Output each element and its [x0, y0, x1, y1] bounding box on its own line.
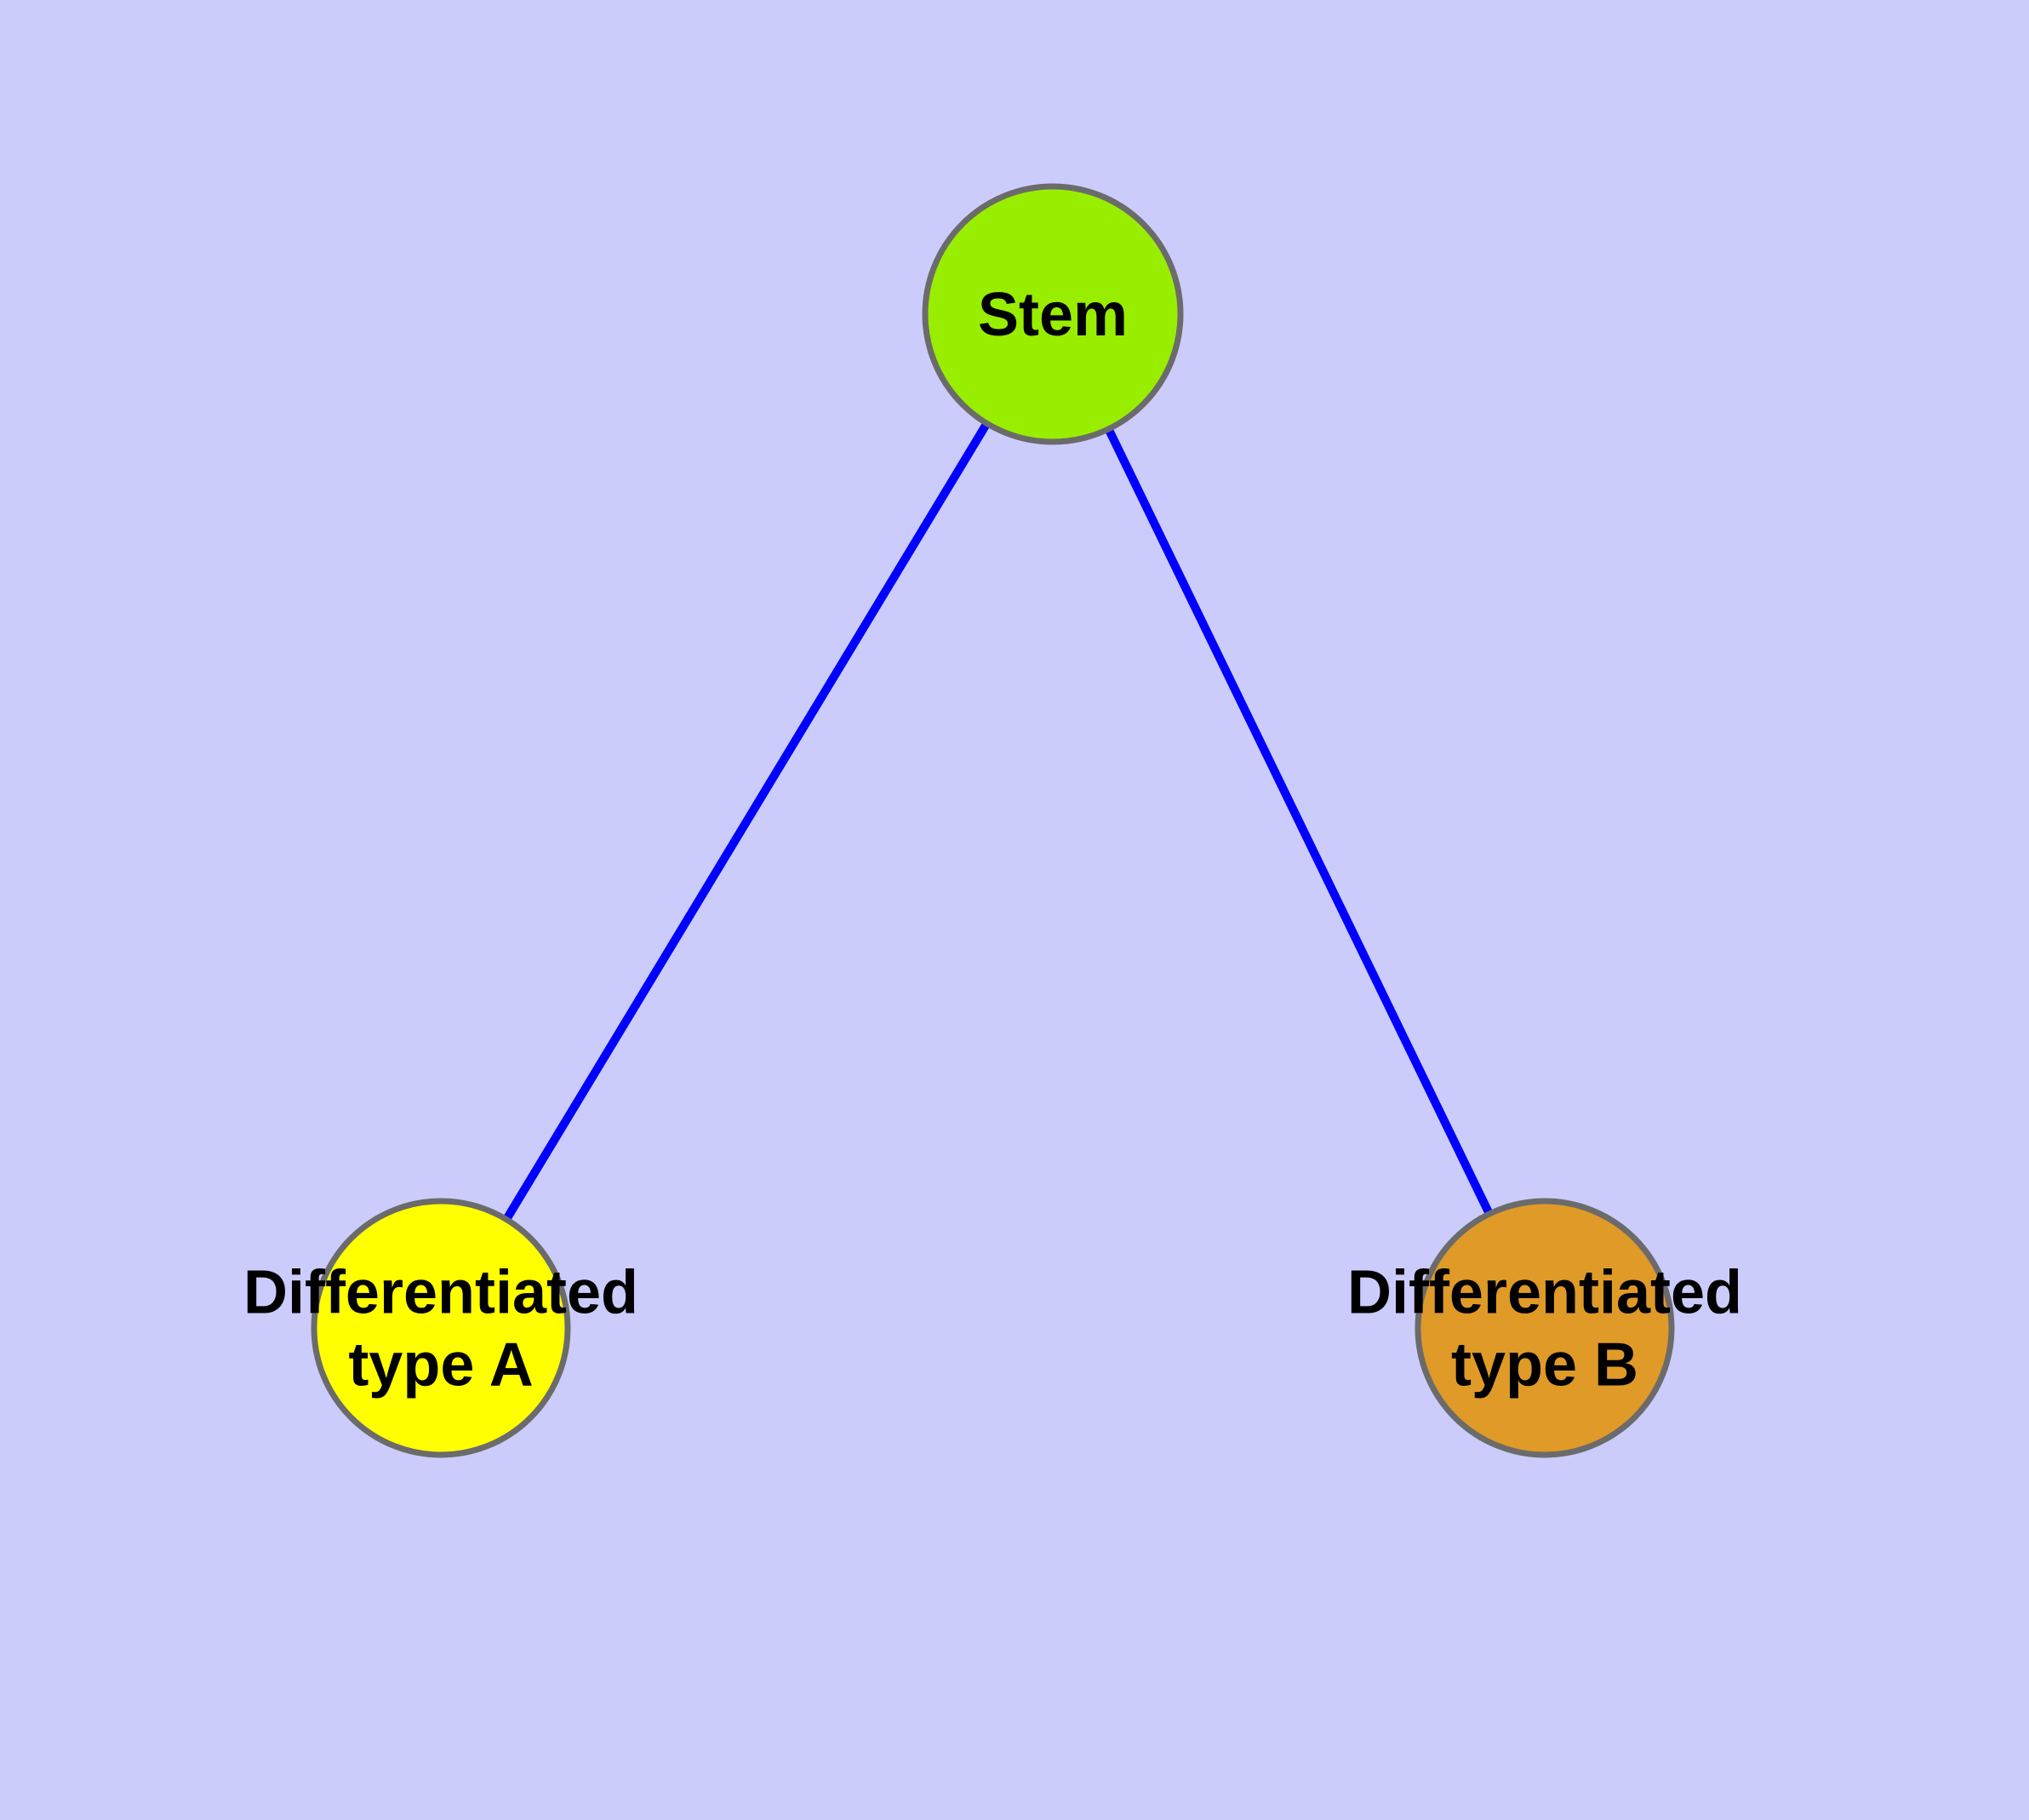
- node-layer: [311, 183, 1675, 1458]
- node-label-line: Differentiated: [243, 1259, 638, 1327]
- node-label-line: Differentiated: [1347, 1259, 1742, 1327]
- node-stem-circle[interactable]: [922, 183, 1184, 445]
- node-label-line: type B: [1451, 1331, 1638, 1399]
- node-label-line: type A: [348, 1331, 533, 1399]
- node-diff-a-circle[interactable]: [311, 1198, 571, 1458]
- edge-layer: [437, 312, 1549, 1331]
- edge-stem-to-diff-b[interactable]: [1049, 312, 1549, 1331]
- node-label-line: Stem: [978, 281, 1128, 349]
- edge-stem-to-diff-a[interactable]: [437, 312, 1057, 1331]
- node-stem-label: Stem: [978, 281, 1128, 349]
- node-diff-b-circle[interactable]: [1415, 1198, 1675, 1458]
